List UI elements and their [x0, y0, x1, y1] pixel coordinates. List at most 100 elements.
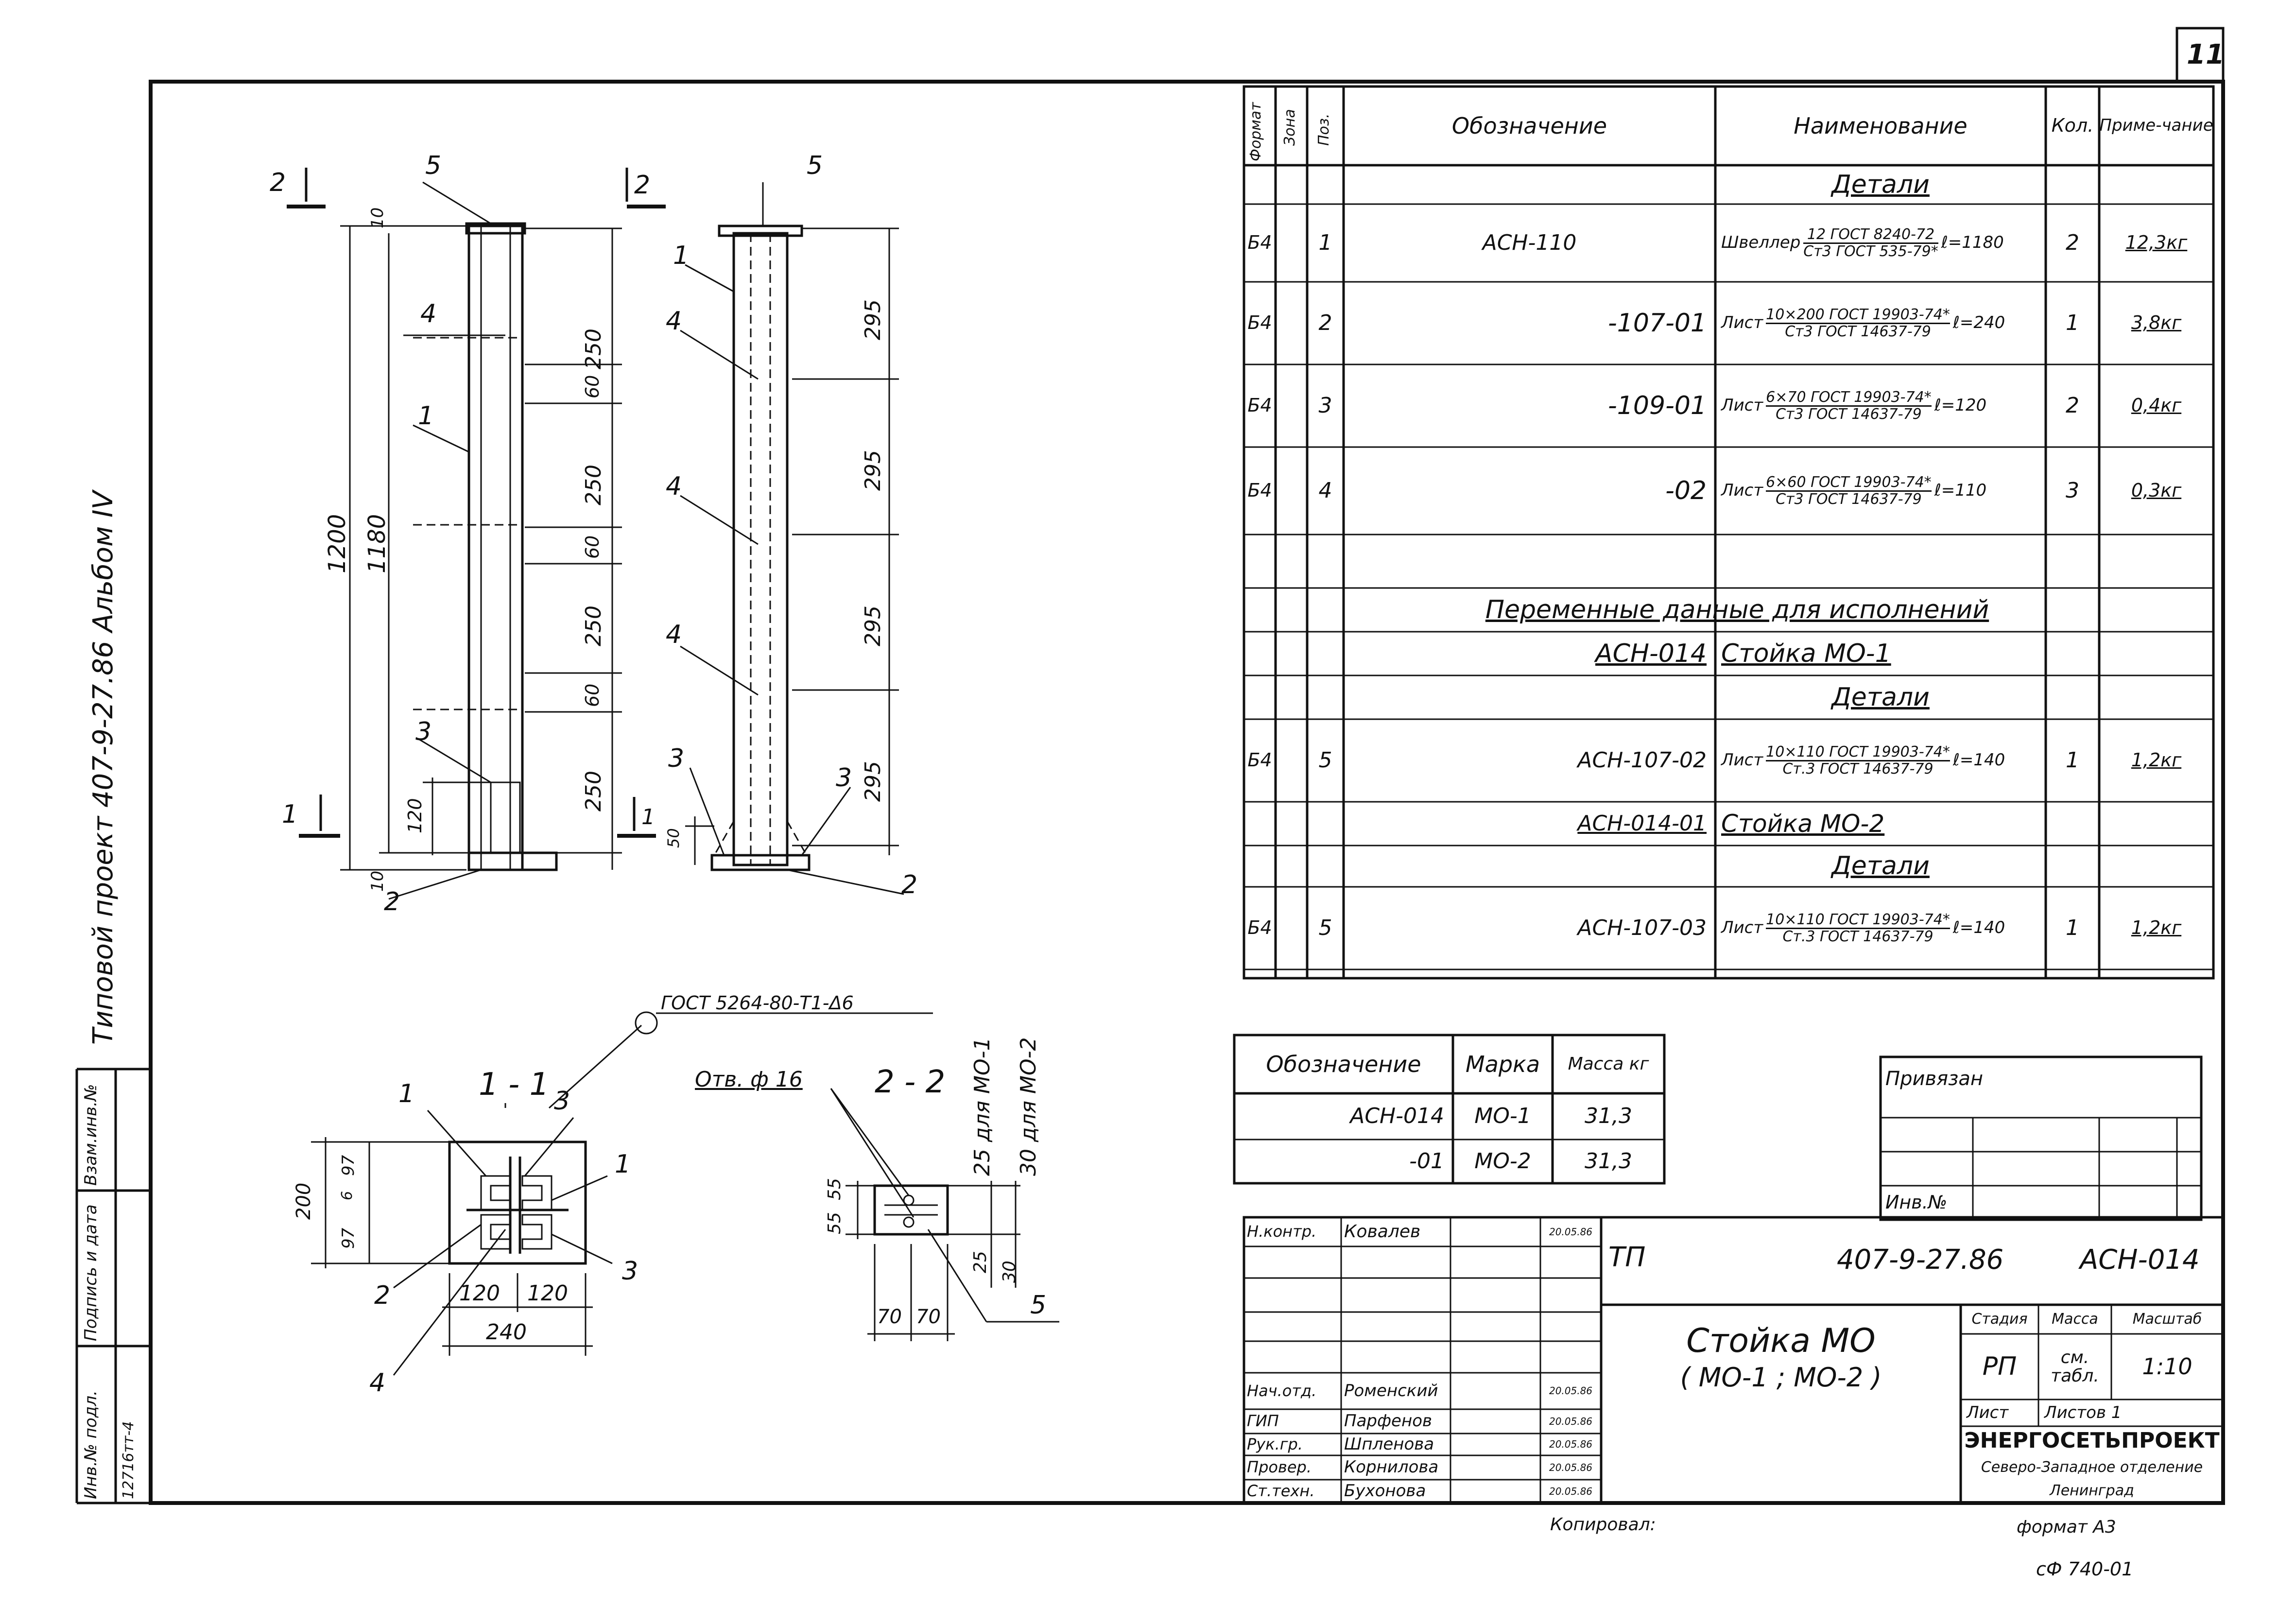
- dim-label: 50: [664, 828, 683, 848]
- front-view: [287, 168, 666, 900]
- spec-name-bot: Ст.3 ГОСТ 14637-79: [1782, 760, 1933, 778]
- spec-name-pre: Лист: [1721, 313, 1763, 333]
- dim-label: 295: [861, 605, 885, 646]
- spec-var2-designation: АСН-014-01: [1577, 811, 1707, 836]
- dim-label: 200: [293, 1182, 315, 1220]
- spec-name-top: 10×110 ГОСТ 19903-74*: [1766, 911, 1950, 929]
- callout-mark: 3: [836, 763, 852, 793]
- spec-name-top: 6×60 ГОСТ 19903-74*: [1766, 474, 1932, 492]
- spec-row-designation: АСН-107-02: [1577, 747, 1707, 773]
- dim-label: 250: [581, 605, 606, 646]
- callout-mark: 3: [668, 744, 685, 773]
- dim-label: 6: [339, 1191, 356, 1200]
- spec-row-note: 0,4кг: [2131, 395, 2182, 416]
- tied-block-lines: [1879, 1055, 2203, 1221]
- dim-label: 120: [459, 1281, 500, 1306]
- mass-row-designation: АСН-014: [1350, 1104, 1444, 1129]
- sec11-mark: 2: [374, 1281, 391, 1310]
- spec-name-pre: Лист: [1721, 918, 1763, 938]
- person-date: 20.05.86: [1549, 1385, 1593, 1397]
- spec-row-pos: 5: [1318, 915, 1332, 940]
- spec-row-fmt: Б4: [1247, 749, 1272, 771]
- spec-name-bot: Ст3 ГОСТ 14637-79: [1785, 323, 1931, 340]
- spec-header-qty: Кол.: [2051, 115, 2094, 137]
- sheets-header: Листов 1: [2044, 1402, 2122, 1422]
- person-name: Шпленова: [1344, 1434, 1434, 1454]
- spec-row-qty: 1: [2066, 915, 2079, 940]
- mass-row-mass: 31,3: [1585, 1104, 1632, 1129]
- dim-label: 55: [825, 1212, 845, 1234]
- dim-note: 30 для МО-2: [1016, 1037, 1041, 1176]
- spec-name-bot: Ст3 ГОСТ 535-79*: [1803, 242, 1938, 260]
- spec-row-pos: 3: [1318, 393, 1332, 418]
- section-mark: 1: [282, 800, 298, 829]
- side-stamp-sign: Подпись и дата: [81, 1204, 101, 1341]
- person-role: ГИП: [1247, 1412, 1279, 1431]
- callout-mark: 4: [420, 299, 437, 328]
- person-name: Бухонова: [1344, 1481, 1426, 1501]
- spec-name-top: 10×110 ГОСТ 19903-74*: [1766, 743, 1950, 761]
- spec-table-lines: [1243, 85, 2215, 980]
- spec-name-bot: Ст.3 ГОСТ 14637-79: [1782, 928, 1933, 945]
- dim-label: 120: [527, 1281, 568, 1306]
- spec-row-pos: 5: [1318, 747, 1332, 773]
- section-mark: 2: [634, 171, 651, 200]
- spec-row-name: Лист 10×110 ГОСТ 19903-74* Ст.3 ГОСТ 146…: [1715, 887, 2046, 969]
- mass-value: см. табл.: [2051, 1347, 2099, 1386]
- callout-mark: 2: [384, 887, 400, 916]
- spec-row-name: Лист 10×200 ГОСТ 19903-74* Ст3 ГОСТ 1463…: [1715, 282, 2046, 364]
- tied-label: Привязан: [1885, 1068, 1984, 1090]
- callout-mark: 4: [666, 472, 682, 501]
- spec-row-designation: АСН-110: [1482, 230, 1577, 255]
- spec-row-name: Лист 10×110 ГОСТ 19903-74* Ст.3 ГОСТ 146…: [1715, 719, 2046, 802]
- side-stamp-lines: [75, 1068, 151, 1504]
- callout-mark: 5: [807, 151, 823, 180]
- weld-note: ГОСТ 5264-80-Т1-Δ6: [661, 992, 854, 1014]
- person-role: Провер.: [1247, 1458, 1312, 1477]
- spec-row-pos: 1: [1318, 230, 1332, 255]
- dim-label: 30: [1000, 1261, 1019, 1283]
- mass-table-lines: [1233, 1034, 1666, 1185]
- spec-name-post: ℓ=110: [1934, 481, 1987, 501]
- mass-header-mark: Марка: [1465, 1051, 1540, 1077]
- spec-row-note: 3,8кг: [2131, 312, 2182, 334]
- spec-row-designation: -02: [1665, 476, 1707, 505]
- callout-mark: 2: [901, 870, 918, 899]
- side-stamp-inv: Инв.№ подл.: [81, 1390, 101, 1499]
- sheet-header: Лист: [1967, 1402, 2009, 1422]
- person-date: 20.05.86: [1549, 1461, 1593, 1473]
- person-name: Парфенов: [1344, 1411, 1433, 1431]
- spec-name-post: ℓ=140: [1952, 918, 2005, 938]
- dim-label: 250: [581, 465, 606, 505]
- dim-label: 1180: [363, 514, 391, 573]
- spec-name-post: ℓ=140: [1952, 750, 2005, 770]
- spec-row-pos: 4: [1318, 478, 1332, 503]
- person-role: Н.контр.: [1247, 1222, 1317, 1241]
- spec-var1-designation: АСН-014: [1595, 639, 1707, 668]
- dim-label: 10: [368, 870, 387, 892]
- spec-row-designation: -109-01: [1608, 391, 1707, 420]
- format: формат А3: [2017, 1517, 2116, 1537]
- hole-note: Отв. ф 16: [695, 1067, 803, 1092]
- spec-row-designation: -107-01: [1608, 308, 1707, 338]
- spec-row-fmt: Б4: [1247, 232, 1272, 254]
- spec-name-pre: Швеллер: [1721, 233, 1801, 253]
- dim-label: 120: [404, 798, 426, 833]
- section-mark: 1: [641, 805, 655, 829]
- section-2-2-title: 2 - 2: [875, 1064, 946, 1100]
- spec-row-fmt: Б4: [1247, 917, 1272, 939]
- spec-row-note: 0,3кг: [2131, 480, 2182, 501]
- dim-label: 60: [582, 683, 603, 707]
- side-stamp-replace: Взам.инв.№: [81, 1084, 101, 1186]
- drawing-subtitle: ( МО-1 ; МО-2 ): [1680, 1362, 1882, 1393]
- bottom-code: сФ 740-01: [2036, 1558, 2134, 1580]
- spec-header-pos: Поз.: [1315, 113, 1332, 146]
- mass-header: Масса: [2052, 1311, 2098, 1328]
- stage-value: РП: [1982, 1352, 2017, 1382]
- dim-label: 10: [368, 207, 387, 228]
- spec-name-top: 10×200 ГОСТ 19903-74*: [1766, 306, 1950, 324]
- spec-header-name: Наименование: [1794, 112, 1968, 139]
- dim-label: 97: [339, 1155, 358, 1176]
- spec-name-bot: Ст3 ГОСТ 14637-79: [1776, 405, 1922, 423]
- dim-note: 25 для МО-1: [970, 1037, 995, 1176]
